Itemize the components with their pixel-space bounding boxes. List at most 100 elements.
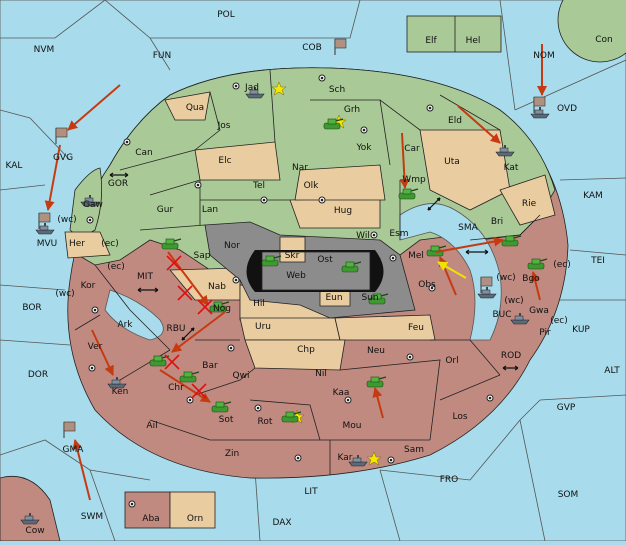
region-elc[interactable] bbox=[194, 141, 281, 181]
region-olk[interactable] bbox=[294, 164, 386, 201]
label-yok: Yok bbox=[355, 143, 372, 153]
label-mit: MIT bbox=[137, 272, 153, 282]
canal-arrows bbox=[109, 172, 519, 371]
label-pol: POL bbox=[217, 10, 235, 20]
region-qua[interactable] bbox=[164, 91, 211, 121]
label-nom: NOM bbox=[533, 51, 555, 61]
label-kal: KAL bbox=[6, 161, 23, 171]
label-ost: Ost bbox=[317, 255, 333, 265]
label-chr: Chr bbox=[168, 383, 184, 393]
label-pir: Pir bbox=[539, 328, 551, 338]
label-bgo: Bgo bbox=[522, 274, 540, 284]
label-ovd: OVD bbox=[557, 104, 577, 114]
label-elc: Elc bbox=[218, 156, 231, 166]
label-gvg: GVG bbox=[53, 153, 73, 163]
label-ver: Ver bbox=[88, 342, 103, 352]
label-ark: Ark bbox=[117, 320, 133, 330]
label-ec2: (ec) bbox=[553, 260, 571, 270]
label-sot: Sot bbox=[219, 415, 234, 425]
label-aba: Aba bbox=[142, 514, 159, 524]
label-orl: Orl bbox=[445, 356, 458, 366]
label-nog: Nog bbox=[213, 304, 231, 314]
label-gaw: Gaw bbox=[83, 200, 103, 210]
label-sma: SMA bbox=[458, 223, 478, 233]
label-qua: Qua bbox=[186, 103, 204, 113]
label-gma: GMA bbox=[63, 445, 85, 455]
label-wc3: (wc) bbox=[55, 289, 74, 299]
failed-move-crosses bbox=[164, 255, 213, 399]
label-feu: Feu bbox=[408, 323, 424, 333]
label-uta: Uta bbox=[444, 157, 460, 167]
label-web: Web bbox=[286, 271, 306, 281]
region-rie[interactable] bbox=[499, 174, 556, 226]
label-jos: Jos bbox=[217, 121, 231, 131]
label-som: SOM bbox=[558, 490, 579, 500]
label-cow: Cow bbox=[25, 526, 44, 536]
label-rbu: RBU bbox=[166, 324, 185, 334]
label-eun: Eun bbox=[325, 293, 342, 303]
sea-rbu[interactable] bbox=[104, 289, 164, 341]
label-hil: Hil bbox=[253, 299, 265, 309]
label-elf: Elf bbox=[425, 36, 437, 46]
label-ec3: (ec) bbox=[107, 262, 125, 272]
label-eld: Eld bbox=[448, 116, 462, 126]
label-gur: Gur bbox=[157, 205, 174, 215]
label-gvp: GVP bbox=[557, 403, 576, 413]
island-elf-hel bbox=[406, 15, 502, 53]
label-kaa: Kaa bbox=[333, 388, 350, 398]
label-jad: Jad bbox=[244, 83, 259, 93]
label-kar: Kar bbox=[338, 453, 353, 463]
label-hug: Hug bbox=[334, 206, 352, 216]
label-hel: Hel bbox=[466, 36, 481, 46]
label-qwi: Qwi bbox=[233, 371, 250, 381]
label-los: Los bbox=[452, 412, 467, 422]
label-lit: LIT bbox=[304, 487, 318, 497]
label-nar: Nar bbox=[292, 163, 308, 173]
label-mou: Mou bbox=[343, 421, 362, 431]
label-nor: Nor bbox=[224, 241, 240, 251]
label-con: Con bbox=[595, 35, 613, 45]
label-swm: SWM bbox=[81, 512, 103, 522]
supply-centers bbox=[86, 74, 524, 508]
region-chp[interactable] bbox=[244, 339, 346, 371]
label-uru: Uru bbox=[255, 322, 271, 332]
region-cow[interactable] bbox=[0, 475, 61, 542]
label-sam: Sam bbox=[404, 445, 424, 455]
label-skr: Skr bbox=[285, 251, 300, 261]
label-rod: ROD bbox=[501, 351, 521, 361]
label-wc2: (wc) bbox=[496, 273, 515, 283]
label-nvm: NVM bbox=[34, 45, 55, 55]
label-bor: BOR bbox=[22, 303, 41, 313]
order-arrows bbox=[44, 44, 547, 501]
label-dor: DOR bbox=[28, 370, 48, 380]
label-fro: FRO bbox=[440, 475, 459, 485]
label-rot: Rot bbox=[258, 417, 273, 427]
region-con[interactable] bbox=[557, 0, 626, 63]
label-cob: COB bbox=[302, 43, 322, 53]
label-tei: TEI bbox=[590, 256, 605, 266]
region-her[interactable] bbox=[64, 231, 111, 259]
label-dax: DAX bbox=[272, 518, 291, 528]
label-orn: Orn bbox=[187, 514, 203, 524]
label-esm: Esm bbox=[389, 229, 408, 239]
label-can: Can bbox=[135, 148, 153, 158]
label-rie: Rie bbox=[522, 199, 537, 209]
label-ec4: (ec) bbox=[550, 316, 568, 326]
label-sch: Sch bbox=[329, 85, 345, 95]
region-orn[interactable] bbox=[169, 491, 216, 529]
label-bri: Bri bbox=[491, 217, 503, 227]
label-grh: Grh bbox=[344, 105, 360, 115]
label-fun: FUN bbox=[153, 51, 172, 61]
label-lan: Lan bbox=[202, 205, 218, 215]
region-borders bbox=[74, 69, 541, 475]
label-chp: Chp bbox=[297, 345, 315, 355]
label-mvu: MVU bbox=[37, 239, 58, 249]
label-mel: Mel bbox=[408, 251, 424, 261]
label-wc1: (wc) bbox=[57, 215, 76, 225]
label-wc4: (wc) bbox=[504, 296, 523, 306]
label-car: Car bbox=[404, 144, 420, 154]
sea-sma[interactable] bbox=[399, 203, 502, 341]
